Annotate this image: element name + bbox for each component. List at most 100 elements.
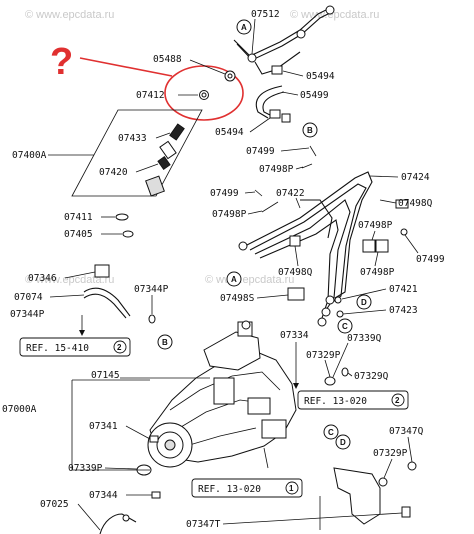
- pipe-fitting: [325, 5, 335, 15]
- nozzle-07420: [157, 156, 171, 170]
- svg-text:D: D: [361, 298, 367, 307]
- svg-text:REF. 13-020: REF. 13-020: [304, 396, 367, 407]
- label-07499-right[interactable]: 07499: [416, 254, 445, 265]
- label-07329P-top[interactable]: 07329P: [306, 350, 341, 361]
- label-07346[interactable]: 07346: [28, 273, 57, 284]
- label-07341[interactable]: 07341: [89, 421, 118, 432]
- spacer-07420: [145, 175, 165, 197]
- svg-text:2: 2: [117, 343, 122, 352]
- label-07339P[interactable]: 07339P: [68, 463, 103, 474]
- svg-text:D: D: [340, 438, 346, 447]
- svg-text:A: A: [231, 275, 237, 284]
- pipe-end-a: [238, 241, 248, 251]
- label-07025[interactable]: 07025: [40, 499, 69, 510]
- label-05494-top[interactable]: 05494: [306, 71, 335, 82]
- label-07347T[interactable]: 07347T: [186, 519, 221, 530]
- pump-solenoid: [213, 377, 235, 405]
- callout-C-right: C: [337, 318, 353, 334]
- callout-A-bottom: A: [226, 271, 242, 287]
- clip-07344: [151, 491, 161, 499]
- label-07329P-bottom[interactable]: 07329P: [373, 448, 408, 459]
- clip-07498Q-mid: [289, 235, 301, 247]
- label-07145[interactable]: 07145: [91, 370, 120, 381]
- label-07334[interactable]: 07334: [280, 330, 309, 341]
- clip-07498Q: [395, 199, 409, 209]
- label-07498P-left[interactable]: 07498P: [212, 209, 247, 220]
- label-07420[interactable]: 07420: [99, 167, 128, 178]
- svg-text:REF. 13-020: REF. 13-020: [198, 484, 261, 495]
- watermark-2: © www.epcdata.ru: [290, 9, 379, 21]
- clip-07498P-top: [301, 163, 313, 169]
- bolt-07499-left: [254, 189, 263, 197]
- label-05488[interactable]: 05488: [153, 54, 182, 65]
- label-07424[interactable]: 07424: [401, 172, 430, 183]
- label-07074[interactable]: 07074: [14, 292, 43, 303]
- label-07499-top[interactable]: 07499: [246, 146, 275, 157]
- label-07498Q-mid[interactable]: 07498Q: [278, 267, 313, 278]
- svg-text:A: A: [241, 23, 247, 32]
- pipe-07512: [233, 7, 331, 57]
- hose-05499: [255, 85, 283, 119]
- clip-05494-top: [271, 65, 283, 75]
- label-07423[interactable]: 07423: [389, 305, 418, 316]
- svg-text:B: B: [307, 126, 313, 135]
- label-07344[interactable]: 07344: [89, 490, 118, 501]
- annotation-arrow-line: [79, 57, 173, 77]
- clamp-07498P: [362, 239, 376, 253]
- question-mark-annotation: ?: [50, 41, 73, 83]
- callout-B-top: B: [302, 122, 318, 138]
- svg-text:B: B: [162, 338, 168, 347]
- label-07512[interactable]: 07512: [251, 9, 280, 20]
- pump-bracket: [333, 467, 381, 525]
- label-07433[interactable]: 07433: [118, 133, 147, 144]
- label-07411[interactable]: 07411: [64, 212, 93, 223]
- injector-kit-box-07400A: [71, 109, 203, 197]
- svg-text:C: C: [328, 428, 334, 437]
- ref-box-13-020-upper[interactable]: REF. 13-020 2: [297, 390, 409, 410]
- bolt-07498P-left: [261, 201, 279, 213]
- label-07498Q-right[interactable]: 07498Q: [398, 198, 433, 209]
- label-07498P-top[interactable]: 07498P: [259, 164, 294, 175]
- label-05494-bottom[interactable]: 05494: [215, 127, 244, 138]
- label-07000A[interactable]: 07000A: [2, 404, 37, 415]
- callout-B-left: B: [157, 334, 173, 350]
- label-07329Q[interactable]: 07329Q: [354, 371, 389, 382]
- label-07499-left[interactable]: 07499: [210, 188, 239, 199]
- label-07339Q[interactable]: 07339Q: [347, 333, 382, 344]
- seal-07339Q: [324, 376, 336, 386]
- plug-07344P: [148, 314, 156, 324]
- hose-07074: [83, 287, 131, 317]
- nozzle-holder-07433: [169, 123, 185, 141]
- bolt-07499-right: [400, 228, 408, 236]
- label-07422[interactable]: 07422: [276, 188, 305, 199]
- label-07400A[interactable]: 07400A: [12, 150, 47, 161]
- fitting-07421: [334, 296, 342, 304]
- label-07498P-mid[interactable]: 07498P: [360, 267, 395, 278]
- washer-07411: [115, 213, 129, 221]
- governor-07145: [203, 331, 261, 371]
- fitting-07423: [336, 310, 344, 318]
- pipe-07424: [244, 171, 373, 299]
- part-labels: 07512 05488 05494 05499 07412 05494 0743…: [2, 9, 445, 530]
- label-07405[interactable]: 07405: [64, 229, 93, 240]
- label-07498P-right[interactable]: 07498P: [358, 220, 393, 231]
- svg-text:REF. 15-410: REF. 15-410: [26, 343, 89, 354]
- label-07344P-left[interactable]: 07344P: [10, 309, 45, 320]
- label-05499[interactable]: 05499: [300, 90, 329, 101]
- label-07347Q[interactable]: 07347Q: [389, 426, 424, 437]
- plug-07329P-b: [378, 477, 388, 487]
- plug-07329Q: [341, 367, 349, 377]
- label-07344P-top[interactable]: 07344P: [134, 284, 169, 295]
- callout-D-right: D: [356, 294, 372, 310]
- label-07498S[interactable]: 07498S: [220, 293, 255, 304]
- clip-05494-bottom: [269, 109, 281, 119]
- label-07412[interactable]: 07412: [136, 90, 165, 101]
- label-07421[interactable]: 07421: [389, 284, 418, 295]
- ref-box-13-020-lower[interactable]: REF. 13-020 1: [191, 478, 303, 498]
- callout-A-top: A: [236, 19, 252, 35]
- leader-lines: [48, 18, 419, 531]
- wire-07025: [99, 513, 137, 534]
- ref-box-15-410[interactable]: REF. 15-410 2: [19, 337, 131, 357]
- callout-C-pump: C: [323, 424, 339, 440]
